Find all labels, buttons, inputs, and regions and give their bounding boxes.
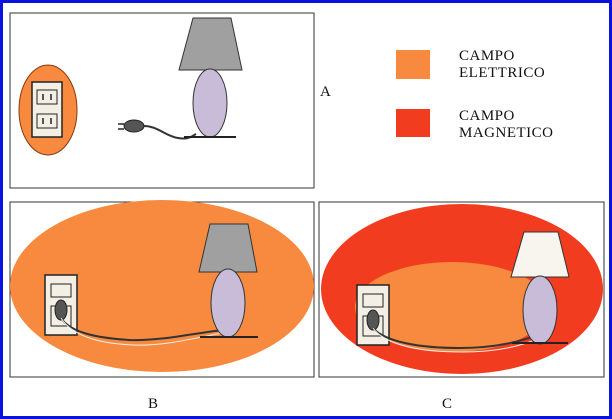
panel-b-letter: B (148, 396, 159, 412)
legend-magnetic-line1: CAMPO (459, 108, 515, 124)
panel-b-wall-socket (44, 274, 78, 336)
legend-magnetic-line2: MAGNETICO (459, 125, 554, 141)
legend-electric-swatch (396, 50, 430, 79)
legend-magnetic-swatch (396, 109, 430, 137)
legend-electric-line1: CAMPO (459, 48, 515, 64)
panel-c-lamp (510, 231, 570, 345)
legend-electric-line2: ELETTRICO (459, 65, 546, 81)
panel-b-lamp (198, 223, 258, 338)
panel-c-letter: C (442, 396, 453, 412)
panel-a-letter: A (320, 84, 331, 100)
panel-b-cord (60, 317, 223, 342)
panel-a (9, 12, 315, 189)
panel-a-lamp (178, 17, 243, 138)
legend-electric-label: CAMPO ELETTRICO (459, 48, 545, 82)
legend-magnetic-label: CAMPO MAGNETICO (459, 108, 554, 142)
panel-c-cord (372, 327, 541, 350)
panel-b (9, 200, 315, 378)
panel-c-electric-field (355, 262, 549, 352)
panel-c (318, 201, 605, 378)
panel-a-wall-socket (31, 81, 63, 138)
